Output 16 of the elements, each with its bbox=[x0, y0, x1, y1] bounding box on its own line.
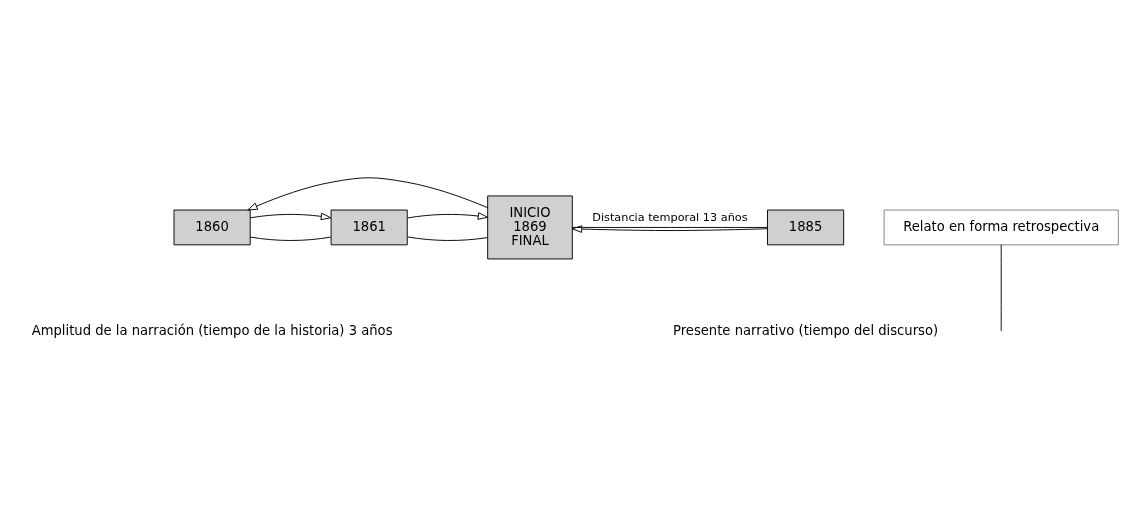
node-box: 1861 bbox=[330, 209, 408, 245]
arrow bbox=[249, 212, 332, 220]
edge-label: Distancia temporal 13 años bbox=[592, 210, 748, 224]
label: Presente narrativo (tiempo del discurso) bbox=[673, 322, 939, 338]
connector bbox=[572, 226, 768, 228]
arrow bbox=[571, 224, 768, 233]
connector bbox=[249, 236, 332, 241]
node-box: 1860 bbox=[173, 209, 251, 245]
arrow bbox=[247, 176, 489, 210]
node-box: Relato en forma retrospectiva bbox=[883, 209, 1119, 245]
label: Amplitud de la narración (tiempo de la historia) 3 años bbox=[31, 322, 393, 338]
node-box: INICIO 1869 FINAL bbox=[487, 194, 573, 259]
node-box: 1885 bbox=[767, 209, 845, 245]
connector bbox=[407, 235, 489, 241]
connector bbox=[1000, 243, 1002, 331]
arrow bbox=[407, 211, 489, 220]
